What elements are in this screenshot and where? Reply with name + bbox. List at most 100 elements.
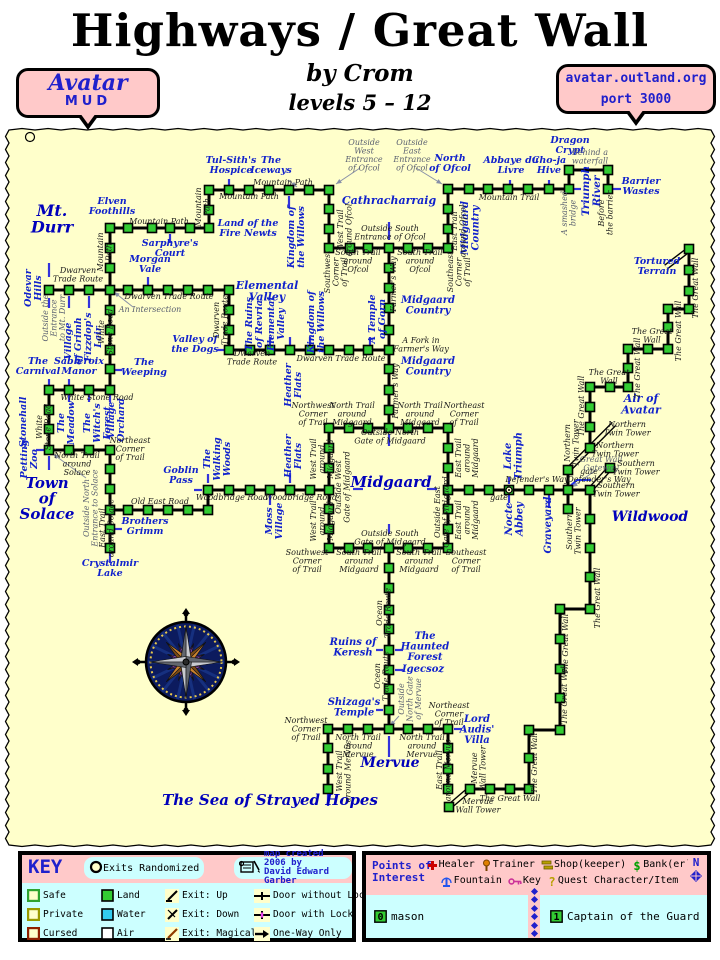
map-node [362,542,374,554]
map-node [343,344,355,356]
map-node [602,164,614,176]
map-label: Graveyard [543,496,554,553]
map-node [63,444,75,456]
map-node [323,184,335,196]
map-node [584,603,596,615]
poi-legend-key: Key [508,873,541,889]
map-label: HeatherFlats [283,433,304,479]
map-label: OceanTrade Route [375,588,393,639]
door-without-lock-icon [254,888,270,903]
map-node [442,442,454,454]
divider-dot [530,887,538,895]
map-label: MidgaardCountry [460,201,482,256]
key-item-label: Private [43,909,84,920]
poi-legend-label: Key [522,875,541,886]
compass-n-letter: N [692,856,700,869]
map-node [223,344,235,356]
map-label: Farmer's Way [391,363,400,420]
map-node [223,284,235,296]
map-node [264,344,276,356]
map-node [563,183,575,195]
map-label: Old East Road [131,497,189,506]
map-label: TheMeadow [56,400,77,446]
map-node [104,384,116,396]
map-node [543,484,555,496]
trainer-lamp-icon [482,859,490,871]
map-node [463,183,475,195]
map-label: Farmer's Way [389,256,398,313]
map-label: MervueWall Tower [470,744,488,790]
map-node [642,343,654,355]
map-node [662,321,674,333]
map-node [383,623,395,635]
map-node [203,184,215,196]
map-node [142,504,154,516]
map-node [442,542,454,554]
map-node [323,442,335,454]
map-label: gate [580,467,598,476]
map-label: VillageOrchard [106,398,127,442]
map-node [284,344,296,356]
map-node [223,304,235,316]
map-node [43,404,55,416]
map-node [362,723,374,735]
room-cursed-icon [27,927,40,940]
randomized-exit-dot [508,489,510,491]
map-node [43,423,55,435]
map-label: West TrailaroundMidgaard [309,438,335,480]
shop-sign-icon [541,860,553,869]
map-node [323,523,335,535]
map-node [562,484,574,496]
map-label: A Templeof Gorn [367,294,388,344]
svg-text:0: 0 [377,912,383,923]
map-node [584,442,596,454]
pointer-arrowhead [114,292,120,298]
map-label: Woodbridge Road [196,493,268,502]
map-label: SouthwestCornerof Trail [323,250,349,294]
map-node [442,763,454,775]
map-node [442,523,454,535]
map-node [442,742,454,754]
map-node [164,222,176,234]
poi-legend-label: Shop(keeper) [553,859,627,870]
map-label: East TrailaroundMidgaard [454,500,480,541]
map-node [442,503,454,515]
map-node [362,242,374,254]
map-node [442,723,454,735]
map-node [443,801,455,813]
map-node [343,422,355,434]
map-node [622,343,634,355]
avatar-mud-badge: Avatar MUD [16,68,160,130]
map-label: East Trailaround Solace [98,499,116,557]
server-address-badge: avatar.outland.org port 3000 [556,64,716,126]
map-node [323,542,335,554]
map-label: West Trailaround Ofcol [336,203,354,256]
map-node [323,203,335,215]
key-item-exit-down: Exit: Down [165,907,254,922]
key-item-water: Water [101,908,165,921]
map-label: Mountain Trail [478,193,540,202]
divider-dot [530,904,538,912]
key-item-cursed: Cursed [27,927,101,940]
map-label: Beforethe barrier [597,190,615,235]
map-node [383,683,395,695]
map-node [104,284,116,296]
map-node [202,484,214,496]
map-node [584,571,596,583]
map-node [383,604,395,616]
map-node [322,783,334,795]
